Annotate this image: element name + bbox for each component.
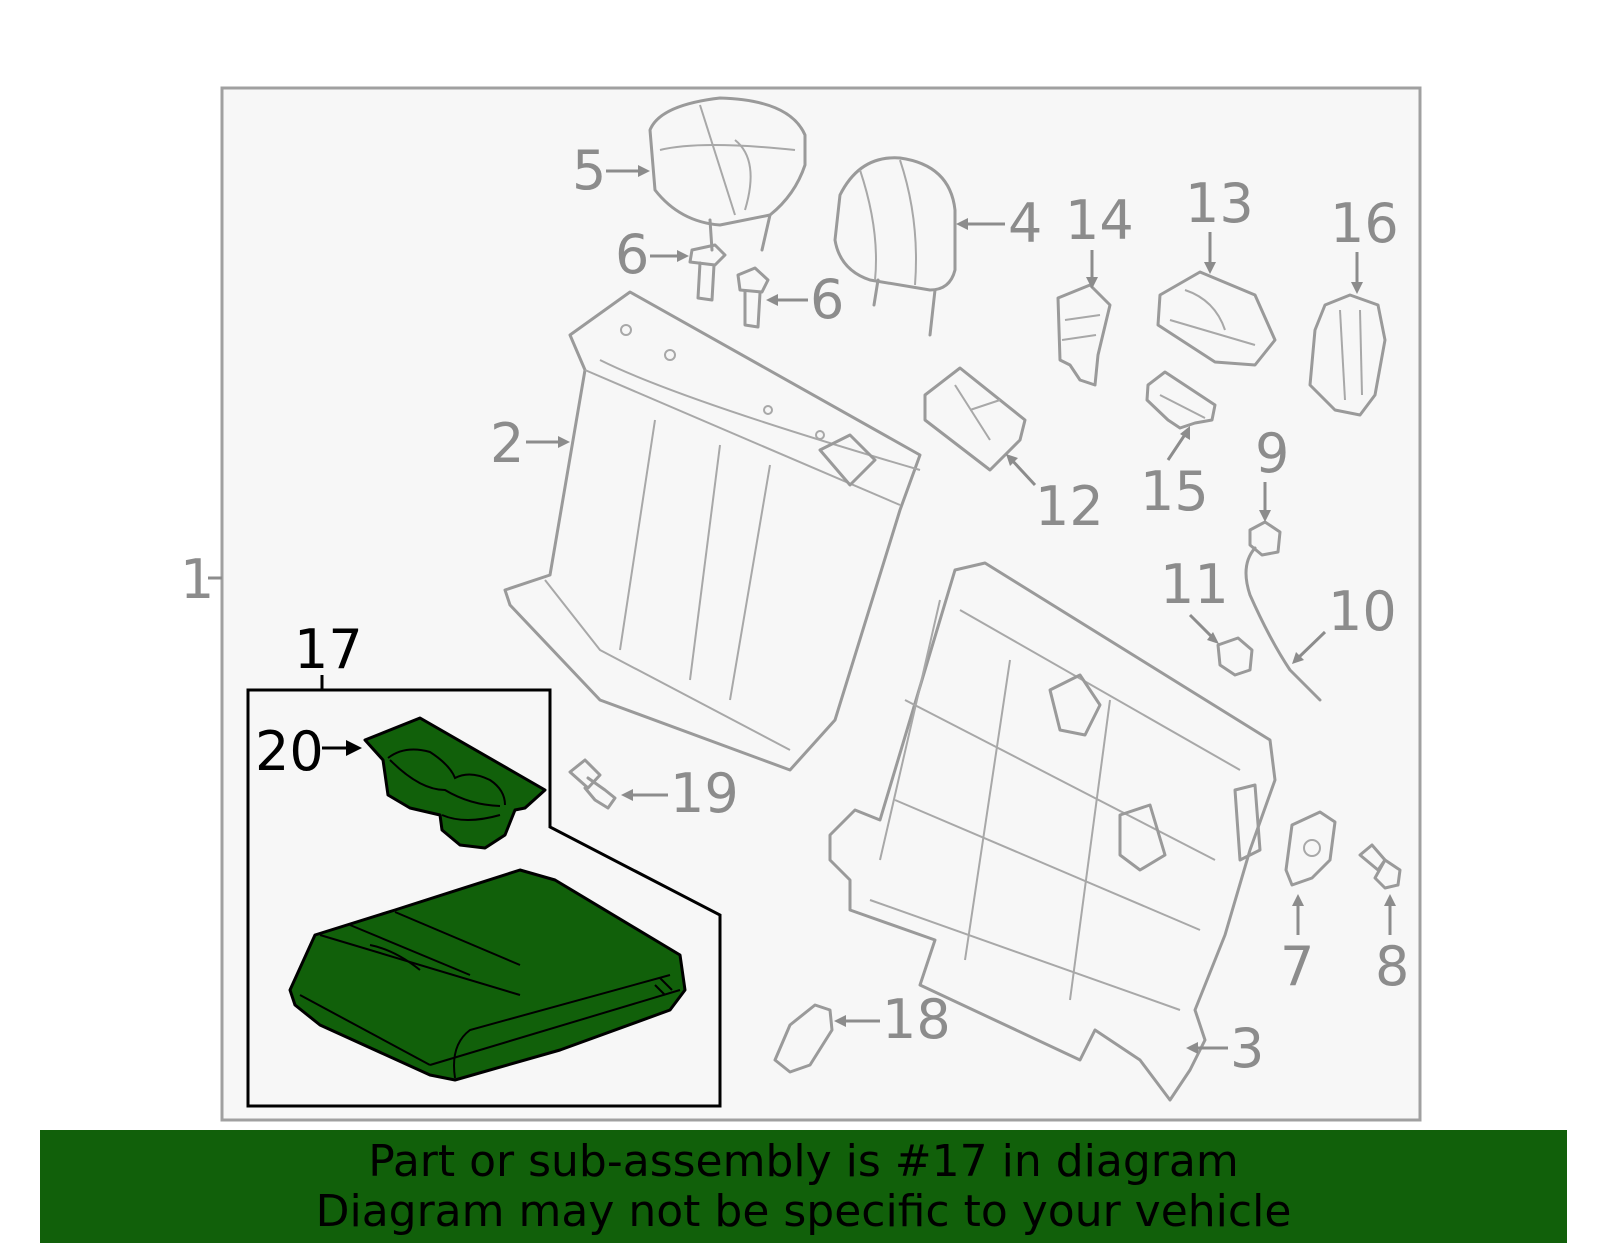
- callout-6b[interactable]: 6: [810, 268, 844, 331]
- part-13[interactable]: [1156, 270, 1277, 367]
- callout-19[interactable]: 19: [670, 762, 739, 825]
- callout-18[interactable]: 18: [882, 988, 951, 1051]
- seat-frame-3[interactable]: [828, 561, 1277, 1102]
- callout-20[interactable]: 20: [255, 720, 324, 783]
- part-14[interactable]: [1056, 283, 1112, 387]
- callout-3[interactable]: 3: [1230, 1017, 1264, 1080]
- headrest-guide-6b[interactable]: [736, 266, 770, 329]
- part-12[interactable]: [923, 366, 1027, 472]
- bracket-7[interactable]: [1284, 810, 1337, 887]
- callout-14[interactable]: 14: [1065, 189, 1134, 252]
- callout-12[interactable]: 12: [1035, 475, 1104, 538]
- part-16[interactable]: [1308, 293, 1387, 417]
- callout-9[interactable]: 9: [1255, 422, 1289, 485]
- headrest-5[interactable]: [648, 96, 807, 252]
- notice-banner: Part or sub-assembly is #17 in diagram D…: [40, 1130, 1567, 1243]
- cup-holder-20[interactable]: [363, 716, 547, 850]
- callout-16[interactable]: 16: [1330, 192, 1399, 255]
- callout-17[interactable]: 17: [294, 618, 363, 681]
- callout-8[interactable]: 8: [1375, 935, 1409, 998]
- banner-line-1: Part or sub-assembly is #17 in diagram: [368, 1135, 1239, 1187]
- callout-7[interactable]: 7: [1280, 935, 1314, 998]
- cable-10[interactable]: [1244, 546, 1322, 702]
- clip-18[interactable]: [773, 1003, 834, 1074]
- part-11[interactable]: [1216, 636, 1254, 677]
- armrest-17[interactable]: [288, 868, 687, 1082]
- callout-6a[interactable]: 6: [615, 223, 649, 286]
- bolt-8[interactable]: [1358, 843, 1402, 890]
- callout-10[interactable]: 10: [1328, 580, 1397, 643]
- banner-line-2: Diagram may not be specific to your vehi…: [315, 1185, 1292, 1237]
- callout-15[interactable]: 15: [1140, 460, 1209, 523]
- subassembly-17-box: [246, 688, 722, 1108]
- bolt-19[interactable]: [568, 758, 617, 810]
- headrest-guide-6a[interactable]: [688, 243, 727, 302]
- callout-11[interactable]: 11: [1160, 553, 1229, 616]
- seat-back-2[interactable]: [503, 290, 922, 772]
- part-15[interactable]: [1145, 370, 1217, 430]
- callout-5[interactable]: 5: [572, 139, 606, 202]
- headrest-4[interactable]: [833, 156, 957, 337]
- callout-13[interactable]: 13: [1185, 172, 1254, 235]
- callout-2[interactable]: 2: [490, 412, 524, 475]
- callout-4[interactable]: 4: [1008, 192, 1042, 255]
